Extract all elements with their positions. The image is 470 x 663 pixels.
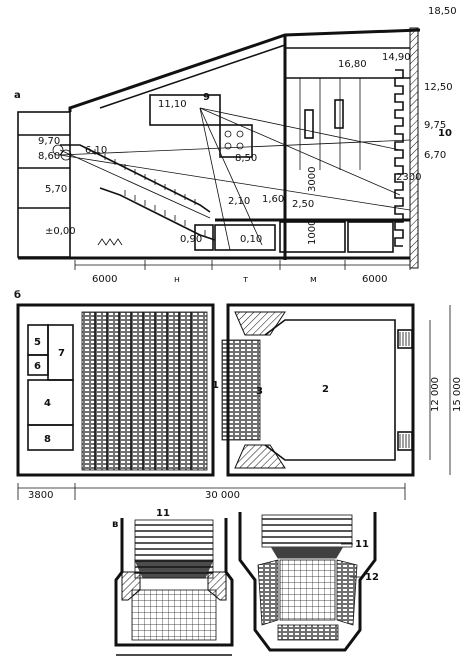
understage-box-1: [279, 221, 346, 253]
entrance-steps: [97, 238, 123, 246]
dim-3000: 3000: [307, 167, 318, 192]
level-9-70: 9,70: [38, 136, 60, 147]
stalls-seats: [124, 190, 206, 236]
variant-right-pit: [271, 547, 343, 559]
room-8-label: 8: [44, 434, 51, 445]
projector-room: [219, 124, 253, 158]
stair-bottom: [397, 431, 413, 451]
level-1-60: 1,60: [262, 194, 284, 205]
level-2-50: 2,50: [292, 199, 314, 210]
stalls-rake: [99, 187, 216, 241]
section-dim-ticks: [74, 260, 411, 270]
variant-left: 11: [114, 508, 234, 656]
level-14-90: 14,90: [382, 52, 411, 63]
proscenium-bottom: [234, 444, 286, 469]
variant-right: 11 12: [238, 512, 379, 652]
callout-9: 9: [203, 92, 210, 103]
roof-line: [68, 28, 421, 112]
right-stairs: [394, 69, 404, 247]
roof-inner-line: [99, 44, 286, 109]
room-5-label: 5: [34, 337, 41, 348]
plan-b: б 5 6 7 4 8: [14, 289, 463, 501]
variants-v: в 11 11 12: [112, 508, 379, 656]
callout-10: 10: [438, 128, 452, 139]
fly-box-1: [334, 99, 344, 129]
section-a: а: [14, 6, 457, 285]
variant-right-12: 12: [365, 572, 379, 583]
auditorium-outline: [16, 303, 215, 477]
balcony-seats: [94, 149, 196, 205]
dim-12000: 12 000: [430, 377, 441, 412]
level-6-70: 6,70: [424, 150, 446, 161]
projector-1: [224, 130, 232, 138]
variant-left-walls: [114, 518, 234, 647]
proscenium-top: [234, 311, 286, 336]
dim-2300: 2300: [396, 172, 421, 183]
dim-seg-2: т: [243, 275, 248, 285]
hall-label: 1: [212, 380, 219, 391]
panel-label-a: а: [14, 90, 21, 101]
variant-left-pit: [134, 559, 214, 579]
variant-right-11: 11: [355, 539, 369, 550]
room-6-label: 6: [34, 361, 41, 372]
dim-1000: 1000: [307, 220, 318, 245]
projector-4: [236, 142, 244, 150]
dim-15000: 15 000: [452, 377, 463, 412]
variant-right-stage: [279, 559, 336, 621]
variant-left-stage: [131, 589, 217, 641]
level-0-10: 0,10: [240, 234, 262, 245]
room-4-label: 4: [44, 398, 51, 409]
sight-lines: [59, 107, 411, 251]
level-16-80: 16,80: [338, 59, 367, 70]
variant-right-side-l: [257, 559, 279, 626]
projection-booth: [149, 94, 221, 126]
stage-label: 2: [322, 384, 329, 395]
hall-seating: [81, 311, 208, 471]
dim-3800: 3800: [28, 490, 53, 501]
foyer-column-1: [52, 144, 64, 156]
room-7-label: 7: [58, 348, 65, 359]
dim-30000: 30 000: [205, 490, 240, 501]
panel-label-b: б: [14, 289, 21, 301]
level-8-60: 8,60: [38, 151, 60, 162]
variant-left-11: 11: [156, 508, 170, 519]
dim-seg-3: м: [310, 275, 317, 285]
level-18-50: 18,50: [428, 6, 457, 17]
fly-box-2: [304, 109, 314, 139]
projector-3: [224, 142, 232, 150]
level-2-10: 2,10: [228, 196, 250, 207]
seating-aisles: [94, 312, 192, 470]
forestage-label: 3: [256, 386, 263, 397]
level-6-10: 6,10: [85, 145, 107, 156]
level-8-50: 8,50: [235, 153, 257, 164]
level-0-90: 0,90: [180, 234, 202, 245]
pit-side: [194, 224, 214, 251]
variant-right-side-r: [336, 559, 358, 626]
dim-6000-left: 6000: [92, 274, 117, 285]
level-9-75: 9,75: [424, 120, 446, 131]
balcony-soffit: [59, 149, 211, 219]
panel-label-v: в: [112, 519, 118, 530]
level-12-50: 12,50: [424, 82, 453, 93]
balcony-rake: [60, 144, 211, 213]
understage-box-2: [347, 221, 394, 253]
main-stage: [264, 319, 396, 461]
room-8: [27, 424, 74, 451]
dim-6000-right: 6000: [362, 274, 387, 285]
back-wall: [409, 27, 419, 269]
variant-right-back-rows: [277, 624, 339, 641]
projector-2: [236, 130, 244, 138]
orchestra-pit: [214, 224, 276, 251]
level-11-10: 11,10: [158, 99, 187, 110]
level-zero: ±0,00: [45, 226, 76, 237]
stair-top: [397, 329, 413, 349]
variant-right-walls: [238, 512, 377, 652]
forestage-seating: [221, 339, 261, 441]
dim-seg-1: н: [174, 275, 180, 285]
level-5-70: 5,70: [45, 184, 67, 195]
variant-right-rows: [261, 514, 353, 548]
stair-treads: [399, 332, 410, 448]
